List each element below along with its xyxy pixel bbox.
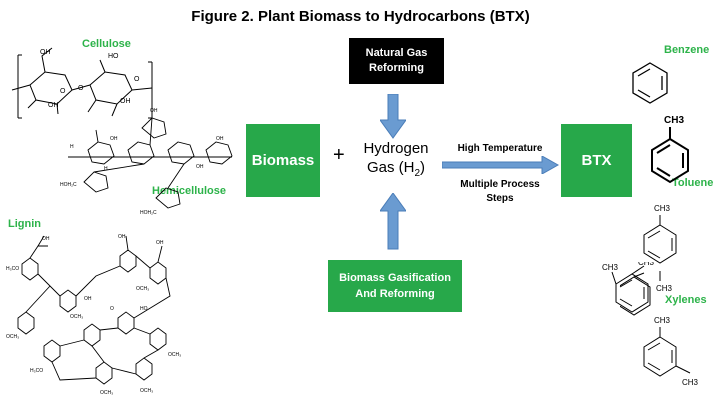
hydrogen-subscript: 2	[414, 168, 421, 179]
biomass-box: Biomass	[246, 124, 320, 197]
toluene-label: Toluene	[672, 177, 714, 189]
m-xylene-methyl-bottom: CH3	[682, 378, 699, 387]
svg-text:OCH₃: OCH₃	[70, 314, 83, 320]
svg-text:H: H	[104, 166, 108, 172]
right-arrow-icon	[442, 156, 560, 174]
svg-text:H₃CO: H₃CO	[6, 266, 19, 272]
p-xylene-methyl-top: CH3	[654, 204, 671, 213]
reforming-label: Reforming	[369, 62, 424, 74]
svg-text:OH: OH	[42, 236, 50, 242]
hydrogen-line2: Gas (H	[366, 159, 415, 176]
cellulose-label: Cellulose	[82, 38, 131, 50]
svg-text:HO: HO	[140, 306, 148, 312]
o-xylene-drawing: CH3 CH3	[602, 262, 655, 313]
svg-text:HOH₂C: HOH₂C	[60, 182, 77, 188]
natural-gas-label: Natural Gas	[365, 47, 428, 59]
svg-text:H: H	[70, 144, 74, 150]
svg-text:OH: OH	[196, 164, 204, 170]
svg-text:HO: HO	[108, 53, 119, 60]
svg-text:OH: OH	[156, 240, 164, 246]
plus-sign: +	[333, 144, 345, 166]
high-temperature-label: High Temperature	[457, 143, 543, 154]
svg-text:O: O	[134, 76, 140, 83]
lignin-label: Lignin	[8, 218, 41, 230]
hemicellulose-label: Hemicellulose	[152, 185, 226, 197]
multiple-line1: Multiple Process	[460, 179, 540, 190]
toluene-methyl: CH3	[664, 115, 684, 126]
svg-text:OH: OH	[84, 296, 92, 302]
svg-text:OH: OH	[216, 136, 224, 142]
svg-text:OCH₃: OCH₃	[100, 390, 113, 396]
benzene-label: Benzene	[664, 44, 710, 56]
down-arrow-icon	[380, 94, 406, 139]
m-xylene-structure	[643, 327, 691, 377]
hydrogen-gas-label: Hydrogen Gas (H2)	[356, 139, 436, 183]
multiple-process-steps-label: Multiple Process Steps	[444, 178, 556, 206]
xylenes-label: Xylenes	[665, 294, 707, 306]
benzene-structure	[632, 62, 668, 104]
product-structures: CH3 CH3 CH3 CH3 CH3	[620, 62, 699, 387]
svg-text:OH: OH	[118, 234, 126, 240]
gasification-line1: Biomass Gasification	[339, 272, 451, 284]
hydrogen-close: )	[420, 159, 426, 176]
svg-text:OCH₃: OCH₃	[136, 286, 149, 292]
svg-text:OH: OH	[110, 136, 118, 142]
svg-text:OCH₃: OCH₃	[168, 352, 181, 358]
svg-text:OH: OH	[40, 49, 51, 56]
svg-text:OH: OH	[48, 102, 59, 109]
p-xylene-methyl-bottom: CH3	[656, 284, 673, 293]
svg-text:OCH₃: OCH₃	[6, 334, 19, 340]
svg-text:OH: OH	[120, 98, 131, 105]
o-xylene-methyl-1: CH3	[602, 263, 619, 272]
svg-text:HOH₂C: HOH₂C	[140, 210, 157, 216]
svg-text:OH: OH	[150, 108, 158, 114]
p-xylene-structure	[643, 215, 677, 281]
m-xylene-methyl-top: CH3	[654, 316, 671, 325]
o-xylene-methyl-2: CH3	[638, 262, 655, 267]
gasification-line2: And Reforming	[355, 288, 435, 300]
svg-text:OCH₃: OCH₃	[140, 388, 153, 394]
btx-box: BTX	[561, 124, 632, 197]
lignin-structure	[17, 235, 171, 385]
toluene-structure	[651, 127, 689, 184]
svg-text:O: O	[78, 85, 84, 92]
up-arrow-icon	[380, 193, 406, 250]
multiple-line2: Steps	[486, 193, 514, 204]
hydrogen-line1: Hydrogen	[363, 140, 429, 157]
svg-text:O: O	[110, 306, 114, 312]
cellulose-structure	[11, 47, 153, 119]
svg-text:H₃CO: H₃CO	[30, 368, 43, 374]
figure-title: Figure 2. Plant Biomass to Hydrocarbons …	[191, 8, 530, 25]
svg-text:O: O	[60, 88, 66, 95]
hemicellulose-structure	[68, 117, 233, 209]
